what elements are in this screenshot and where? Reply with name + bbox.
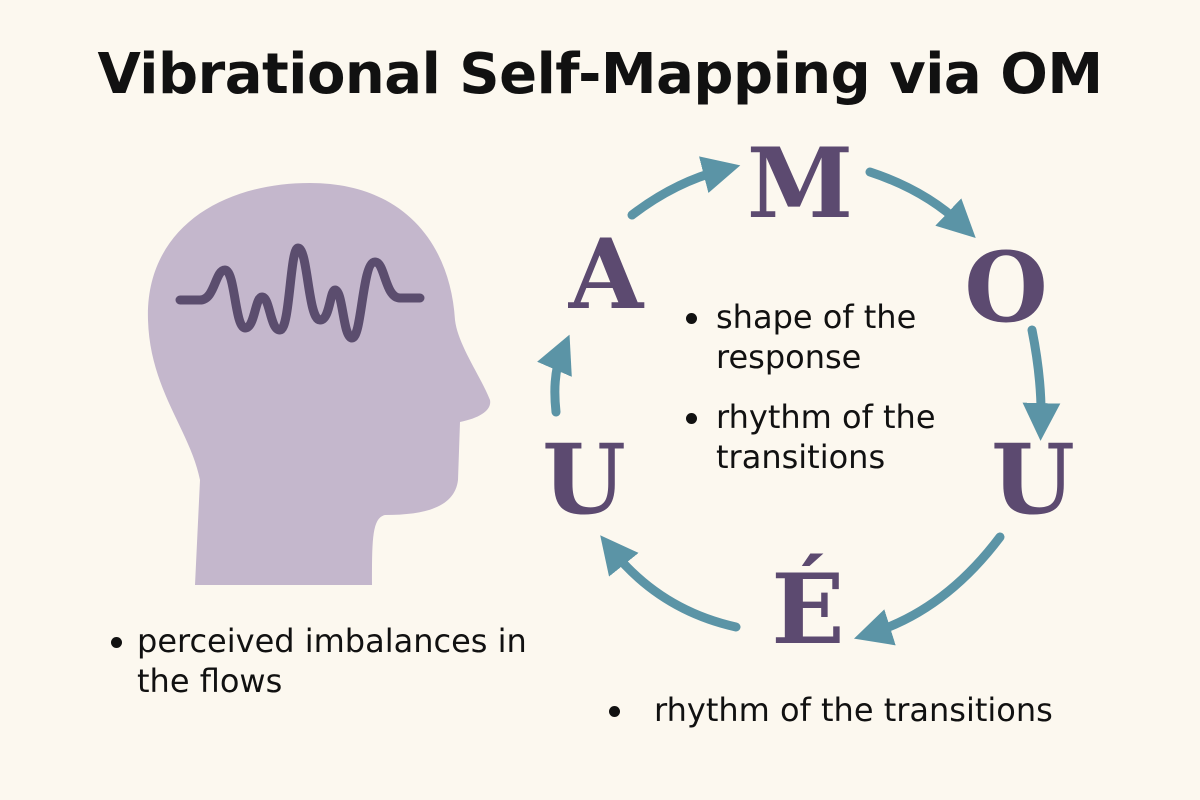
letter-u-right: U <box>991 423 1075 536</box>
head-silhouette <box>147 183 491 585</box>
letter-u-left: U <box>542 423 626 536</box>
arrow-u-to-a <box>537 334 572 417</box>
bullet-icon <box>686 313 697 324</box>
center-bullet-rhythm: rhythm of the transitions <box>686 397 966 477</box>
arrow-e-to-u <box>600 535 741 632</box>
bullet-text: shape of the response <box>716 298 917 376</box>
page-title: Vibrational Self-Mapping via OM <box>97 42 1103 107</box>
center-bullet-shape: shape of the response <box>686 297 966 377</box>
arrow-a-to-m <box>627 156 741 220</box>
bottom-bullet: rhythm of the transitions <box>609 690 1114 730</box>
letter-o: O <box>964 231 1048 344</box>
bullet-text: perceived imbalances in the flows <box>137 622 527 700</box>
bullet-icon <box>111 637 122 648</box>
bullet-icon <box>686 413 697 424</box>
head-bullet: perceived imbalances in the flows <box>111 621 557 701</box>
bullet-icon <box>609 706 620 717</box>
bullet-text: rhythm of the transitions <box>716 398 936 476</box>
letter-m: M <box>746 127 854 240</box>
brainwave-icon <box>175 243 425 343</box>
arrow-m-to-o <box>865 167 976 238</box>
letter-e-acute: É <box>771 553 845 666</box>
arrow-o-to-u <box>1022 325 1061 441</box>
bullet-text: rhythm of the transitions <box>654 691 1053 729</box>
letter-a: A <box>568 218 644 331</box>
arrow-u-to-e <box>853 532 1005 646</box>
